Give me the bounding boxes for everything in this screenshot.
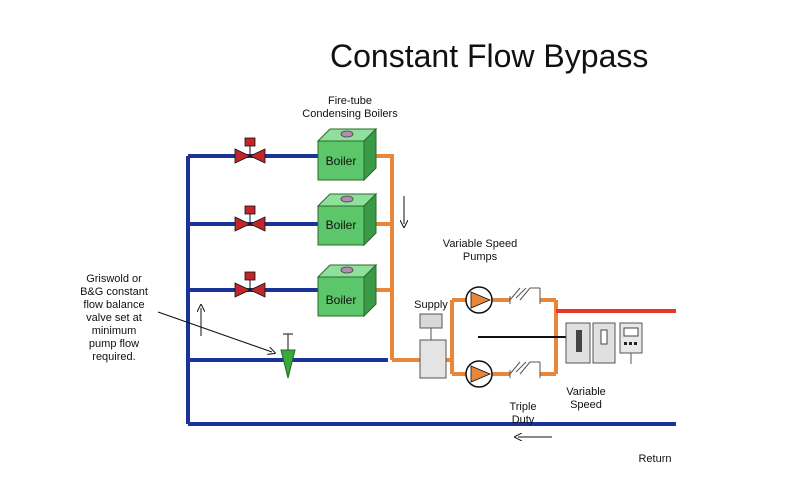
- supply-piping: [376, 154, 558, 376]
- pumps-label-line1: Variable Speed: [442, 238, 518, 250]
- valve-note-line: flow balance: [83, 299, 145, 311]
- boiler-label: Boiler: [326, 154, 357, 168]
- variable-speed-line1: Variable: [566, 386, 606, 398]
- valve-note-line: minimum: [91, 325, 137, 337]
- triple-duty-label: Triple Duty: [498, 401, 548, 427]
- triple-duty-line2: Duty: [511, 414, 535, 426]
- note-pointer: [157, 311, 272, 352]
- triple-duty-valve: [509, 361, 541, 378]
- variable-speed-label: Variable Speed: [556, 386, 616, 412]
- pump: [465, 286, 493, 314]
- triple-duty-line1: Triple: [509, 401, 537, 413]
- boiler: Boiler: [316, 263, 378, 318]
- pump: [465, 360, 493, 388]
- boiler: Boiler: [316, 192, 378, 247]
- boilers-heading-line2: Condensing Boilers: [302, 108, 398, 120]
- isolation-valve: [234, 271, 266, 298]
- boilers-heading-line1: Fire-tube: [327, 95, 373, 107]
- page-title: Constant Flow Bypass: [330, 38, 649, 74]
- valve-note: Griswold or B&G constant flow balance va…: [64, 273, 164, 364]
- supply-sensor: [419, 313, 447, 379]
- return-label: Return: [638, 453, 672, 465]
- boiler: Boiler: [316, 127, 378, 182]
- boilers-heading: Fire-tube Condensing Boilers: [300, 95, 400, 121]
- balance-valve: [280, 333, 296, 379]
- variable-speed-drive: [565, 322, 643, 364]
- pumps-label: Variable Speed Pumps: [430, 238, 530, 264]
- boiler-label: Boiler: [326, 218, 357, 232]
- isolation-valve: [234, 137, 266, 164]
- variable-speed-line2: Speed: [570, 399, 602, 411]
- isolation-valve: [234, 205, 266, 232]
- valve-note-line: B&G constant: [80, 286, 148, 298]
- pumps-label-line2: Pumps: [462, 251, 498, 263]
- valve-note-line: required.: [92, 351, 136, 363]
- valve-note-line: valve set at: [86, 312, 142, 324]
- valve-note-line: pump flow: [88, 338, 140, 350]
- triple-duty-valve: [509, 287, 541, 304]
- supply-label: Supply: [414, 299, 448, 311]
- boiler-label: Boiler: [326, 293, 357, 307]
- valve-note-line: Griswold or: [86, 273, 142, 285]
